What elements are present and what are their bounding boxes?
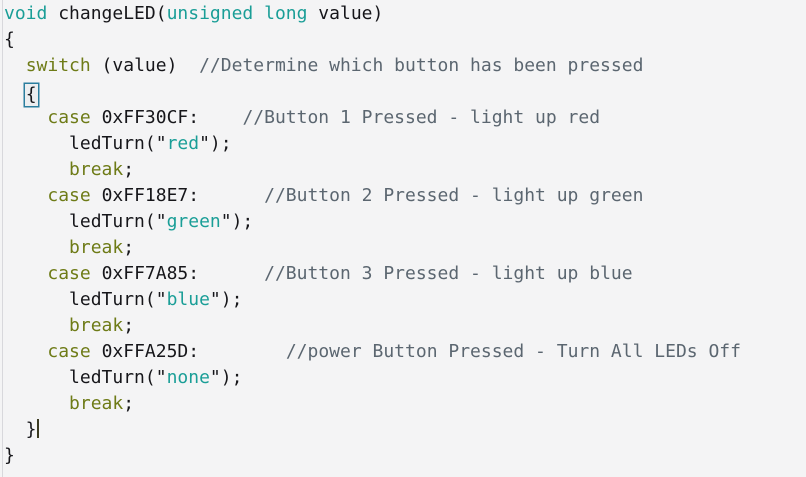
code-text-area[interactable]: void changeLED(unsigned long value){ swi… xyxy=(4,0,806,477)
token-plain: ; xyxy=(123,315,135,336)
token-control-keyword: case xyxy=(47,107,91,128)
token-quote: " xyxy=(199,133,210,154)
token-control-keyword: break xyxy=(69,159,124,180)
token-plain: changeLED( xyxy=(47,3,167,24)
token-string-literal: green xyxy=(166,211,221,232)
token-plain: ); xyxy=(220,289,243,310)
token-plain: ledTurn( xyxy=(4,289,156,310)
token-plain: ledTurn( xyxy=(4,133,156,154)
token-quote: " xyxy=(155,367,167,388)
token-plain xyxy=(4,263,47,284)
code-line[interactable]: case 0xFF7A85: //Button 3 Pressed - ligh… xyxy=(4,261,806,287)
token-quote: " xyxy=(209,289,221,310)
token-plain xyxy=(4,159,69,180)
code-line[interactable]: void changeLED(unsigned long value) xyxy=(4,1,806,27)
code-line[interactable]: case 0xFF30CF: //Button 1 Pressed - ligh… xyxy=(4,105,806,131)
token-control-keyword: case xyxy=(47,185,91,206)
code-line[interactable]: case 0xFF18E7: //Button 2 Pressed - ligh… xyxy=(4,183,806,209)
token-plain: (value) xyxy=(90,55,200,76)
text-caret xyxy=(36,419,39,438)
code-line[interactable]: switch (value) //Determine which button … xyxy=(4,53,806,79)
code-line[interactable]: ledTurn("none"); xyxy=(4,365,806,391)
token-plain xyxy=(4,341,47,362)
token-number-literal: 0xFF18E7 xyxy=(101,185,189,206)
token-quote: " xyxy=(209,367,221,388)
code-line[interactable]: } xyxy=(4,417,806,443)
code-line[interactable]: break; xyxy=(4,157,806,183)
code-line[interactable]: ledTurn("red"); xyxy=(4,131,806,157)
token-control-keyword: break xyxy=(69,393,124,414)
code-line[interactable]: break; xyxy=(4,235,806,261)
matching-brace-highlight: { xyxy=(24,84,38,106)
token-comment: //Determine which button has been presse… xyxy=(199,55,644,76)
token-plain: } xyxy=(4,445,15,466)
code-line[interactable]: ledTurn("green"); xyxy=(4,209,806,235)
token-comment: //Button 1 Pressed - light up red xyxy=(242,107,601,128)
token-quote: " xyxy=(220,211,232,232)
token-plain: ; xyxy=(123,393,135,414)
token-plain xyxy=(4,55,26,76)
token-plain xyxy=(91,341,102,362)
token-plain xyxy=(4,393,69,414)
token-control-keyword: case xyxy=(47,341,91,362)
code-line[interactable]: break; xyxy=(4,313,806,339)
token-plain: { xyxy=(4,29,15,50)
token-control-keyword: case xyxy=(47,263,91,284)
token-plain: ledTurn( xyxy=(4,211,156,232)
token-number-literal: 0xFF30CF xyxy=(101,107,189,128)
token-comment: //power Button Pressed - Turn All LEDs O… xyxy=(285,341,741,362)
token-quote: " xyxy=(155,211,167,232)
token-string-literal: red xyxy=(166,133,200,154)
gutter-rule xyxy=(2,0,3,477)
token-type-keyword: unsigned long xyxy=(166,3,308,24)
token-plain: ; xyxy=(123,237,135,258)
token-control-keyword: break xyxy=(69,315,124,336)
code-line[interactable]: } xyxy=(4,443,806,469)
token-type-keyword: void xyxy=(4,3,48,24)
token-plain xyxy=(4,81,26,102)
token-plain: ledTurn( xyxy=(4,367,156,388)
token-plain: ); xyxy=(220,367,243,388)
token-quote: " xyxy=(155,289,167,310)
token-number-literal: 0xFFA25D xyxy=(101,341,189,362)
token-comment: //Button 2 Pressed - light up green xyxy=(264,185,644,206)
token-plain: : xyxy=(188,107,243,128)
token-plain: : xyxy=(188,185,265,206)
token-plain xyxy=(91,107,102,128)
token-plain: ; xyxy=(123,159,135,180)
token-plain xyxy=(91,185,102,206)
token-control-keyword: break xyxy=(69,237,124,258)
token-plain xyxy=(4,237,69,258)
code-line[interactable]: ledTurn("blue"); xyxy=(4,287,806,313)
token-plain: : xyxy=(188,341,286,362)
code-line[interactable]: { xyxy=(4,79,806,106)
token-plain xyxy=(91,263,102,284)
token-plain xyxy=(4,185,47,206)
token-plain xyxy=(4,107,47,128)
code-line[interactable]: case 0xFFA25D: //power Button Pressed - … xyxy=(4,339,806,365)
token-number-literal: 0xFF7A85 xyxy=(101,263,189,284)
token-plain: : xyxy=(188,263,265,284)
token-string-literal: blue xyxy=(166,289,210,310)
code-line[interactable]: { xyxy=(4,27,806,53)
token-plain xyxy=(4,315,69,336)
token-plain: value) xyxy=(307,3,384,24)
token-quote: " xyxy=(155,133,167,154)
token-plain: ); xyxy=(231,211,254,232)
token-plain: ); xyxy=(209,133,232,154)
token-string-literal: none xyxy=(166,367,210,388)
token-plain: } xyxy=(4,419,37,440)
code-line[interactable]: break; xyxy=(4,391,806,417)
token-comment: //Button 3 Pressed - light up blue xyxy=(264,263,633,284)
token-control-keyword: switch xyxy=(25,55,91,76)
